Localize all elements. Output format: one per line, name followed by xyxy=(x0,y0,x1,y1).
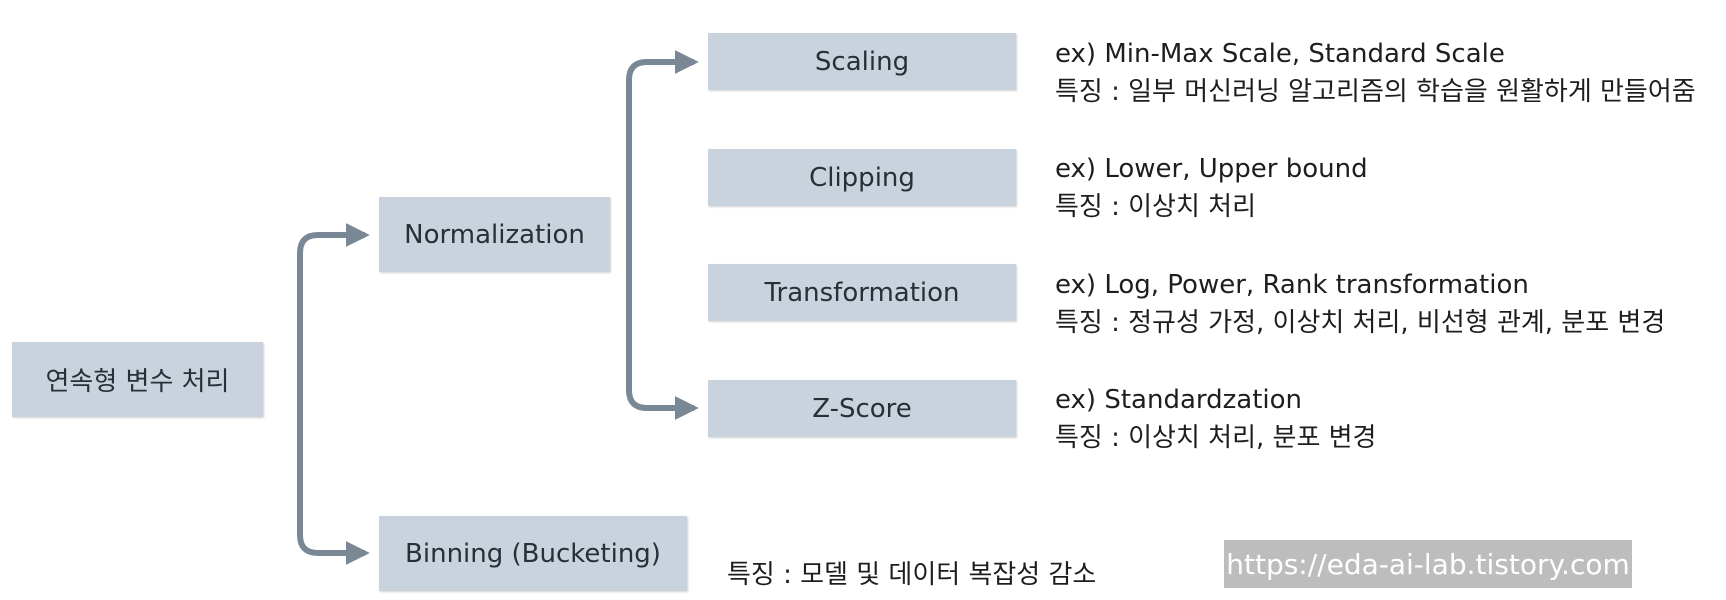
zscore-label: Z-Score xyxy=(812,393,912,424)
clipping-node: Clipping xyxy=(708,149,1016,206)
zscore-feature: 특징 : 이상치 처리, 분포 변경 xyxy=(1055,423,1377,453)
watermark-text: https://eda-ai-lab.tistory.com xyxy=(1226,547,1630,581)
transformation-example: ex) Log, Power, Rank transformation xyxy=(1055,270,1529,300)
clipping-feature: 특징 : 이상치 처리 xyxy=(1055,192,1256,222)
root-node-label: 연속형 변수 처리 xyxy=(45,367,230,397)
zscore-example: ex) Standardzation xyxy=(1055,385,1302,415)
normalization-node: Normalization xyxy=(379,197,610,272)
arrow-normalization-to-scaling xyxy=(626,50,699,235)
normalization-label: Normalization xyxy=(404,219,585,250)
zscore-description: ex) Standardzation 특징 : 이상치 처리, 분포 변경 xyxy=(1055,381,1376,457)
transformation-description: ex) Log, Power, Rank transformation 특징 :… xyxy=(1055,266,1665,342)
binning-feature: 특징 : 모델 및 데이터 복잡성 감소 xyxy=(727,560,1097,590)
scaling-node: Scaling xyxy=(708,33,1016,90)
zscore-node: Z-Score xyxy=(708,380,1016,437)
arrow-normalization-to-zscore xyxy=(626,235,699,420)
transformation-node: Transformation xyxy=(708,264,1016,321)
watermark: https://eda-ai-lab.tistory.com xyxy=(1224,540,1632,588)
root-node: 연속형 변수 처리 xyxy=(12,342,263,417)
scaling-description: ex) Min-Max Scale, Standard Scale 특징 : 일… xyxy=(1055,35,1696,111)
transformation-feature: 특징 : 정규성 가정, 이상치 처리, 비선형 관계, 분포 변경 xyxy=(1055,308,1666,338)
scaling-feature: 특징 : 일부 머신러닝 알고리즘의 학습을 원활하게 만들어줌 xyxy=(1055,77,1696,107)
clipping-example: ex) Lower, Upper bound xyxy=(1055,154,1368,184)
binning-label: Binning (Bucketing) xyxy=(405,538,661,569)
arrow-root-to-normalization xyxy=(297,223,370,380)
transformation-label: Transformation xyxy=(764,277,960,308)
clipping-label: Clipping xyxy=(809,162,915,193)
binning-node: Binning (Bucketing) xyxy=(379,516,687,591)
clipping-description: ex) Lower, Upper bound 특징 : 이상치 처리 xyxy=(1055,150,1368,226)
arrow-root-to-binning xyxy=(297,380,370,565)
scaling-example: ex) Min-Max Scale, Standard Scale xyxy=(1055,39,1505,69)
scaling-label: Scaling xyxy=(814,46,910,77)
